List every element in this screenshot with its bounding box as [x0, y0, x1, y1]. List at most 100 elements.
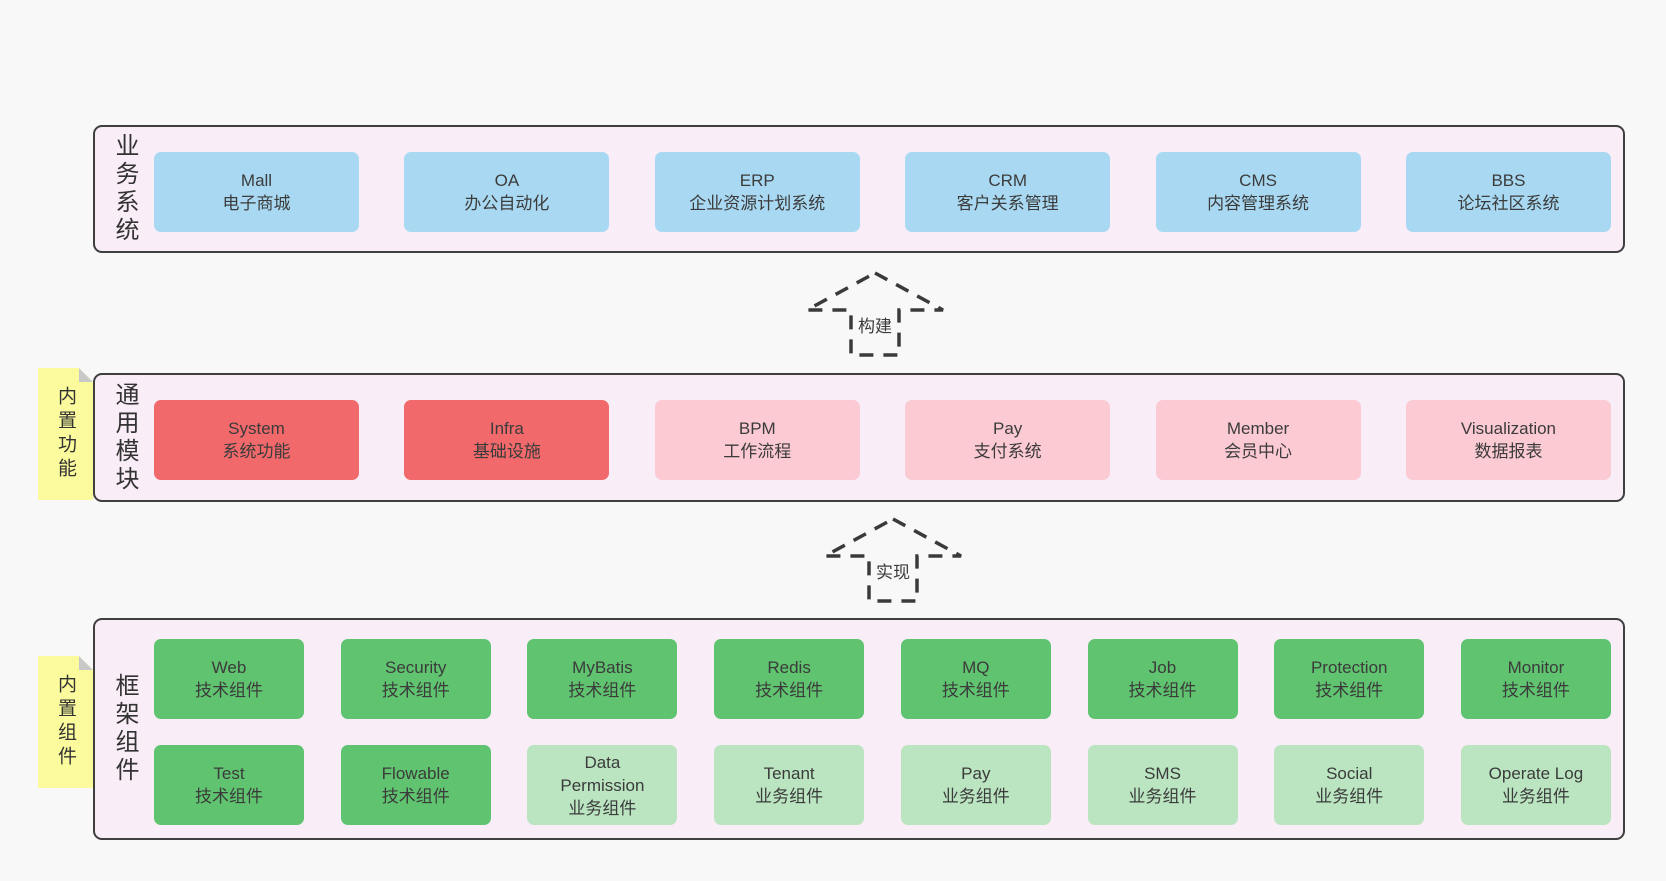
module-title: Tenant [763, 764, 815, 783]
module-box-erp: ERP 企业资源计划系统 [654, 152, 860, 232]
module-subtitle: 会员中心 [1224, 442, 1293, 461]
module-title: Social [1326, 764, 1373, 783]
dashed-up-arrow-icon [806, 271, 944, 357]
module-subtitle: 业务组件 [1501, 787, 1570, 806]
module-box-tenant: Tenant 业务组件 [714, 745, 865, 825]
module-title: Pay [993, 419, 1023, 438]
module-title: Monitor [1507, 658, 1565, 677]
module-title: BPM [738, 419, 776, 438]
module-title: BBS [1491, 171, 1526, 190]
module-box-sms: SMS 业务组件 [1087, 745, 1238, 825]
module-subtitle: 技术组件 [941, 681, 1010, 700]
builtin-features-note: 内置功能 [38, 368, 93, 500]
note-text: 内置组件 [55, 674, 76, 770]
module-title: CMS [1239, 171, 1277, 190]
module-box-pay: Pay 支付系统 [905, 400, 1111, 480]
module-subtitle: 客户关系管理 [956, 194, 1059, 213]
module-subtitle: 内容管理系统 [1207, 194, 1310, 213]
module-title: OA [494, 171, 520, 190]
module-subtitle: 技术组件 [568, 681, 637, 700]
module-box-data-permission: Data Permission 业务组件 [527, 745, 678, 825]
business-boxes-row: Mall 电子商城 OA 办公自动化 ERP 企业资源计划系统 CRM 客户关系管理 CMS 内容… [154, 152, 1611, 232]
note-fold-corner-icon [79, 368, 93, 382]
module-box-flowable: Flowable 技术组件 [340, 745, 491, 825]
module-box-monitor: Monitor 技术组件 [1460, 639, 1611, 719]
module-subtitle: 业务组件 [755, 787, 824, 806]
module-title: Member [1226, 419, 1290, 438]
module-title: Flowable [381, 764, 450, 783]
module-box-oa: OA 办公自动化 [404, 152, 610, 232]
module-box-redis: Redis 技术组件 [714, 639, 865, 719]
module-subtitle: 技术组件 [1315, 681, 1384, 700]
module-box-mybatis: MyBatis 技术组件 [527, 639, 678, 719]
module-subtitle: 技术组件 [1501, 681, 1570, 700]
module-box-test: Test 技术组件 [154, 745, 304, 825]
module-box-mall: Mall 电子商城 [154, 152, 359, 232]
module-subtitle: 技术组件 [195, 787, 263, 806]
module-box-infra: Infra 基础设施 [404, 400, 610, 480]
module-subtitle: 基础设施 [472, 442, 541, 461]
panel-label: 通用模块 [111, 381, 138, 494]
module-box-mq: MQ 技术组件 [900, 639, 1051, 719]
module-subtitle: 业务组件 [1128, 787, 1197, 806]
module-title: Data Permission [560, 752, 645, 795]
module-subtitle: 技术组件 [755, 681, 824, 700]
module-title: Operate Log [1488, 764, 1584, 783]
module-box-protection: Protection 技术组件 [1274, 639, 1425, 719]
module-box-crm: CRM 客户关系管理 [905, 152, 1111, 232]
module-title: CRM [988, 171, 1028, 190]
build-arrow: 构建 [805, 270, 945, 358]
module-subtitle: 办公自动化 [464, 194, 550, 213]
module-title: ERP [739, 171, 775, 190]
module-subtitle: 数据报表 [1474, 442, 1543, 461]
module-title: System [228, 419, 285, 438]
module-title: MQ [962, 658, 990, 677]
panel-label: 框架组件 [111, 673, 138, 785]
module-subtitle: 论坛社区系统 [1457, 194, 1560, 213]
panel-label: 业务系统 [111, 133, 138, 245]
module-subtitle: 工作流程 [723, 442, 792, 461]
module-subtitle: 业务组件 [568, 798, 637, 818]
module-title: MyBatis [572, 658, 633, 677]
module-title: Pay [961, 764, 991, 783]
module-title: Protection [1310, 658, 1388, 677]
module-title: Job [1148, 658, 1177, 677]
module-title: Test [213, 764, 245, 783]
module-box-bbs: BBS 论坛社区系统 [1405, 152, 1611, 232]
dashed-up-arrow-icon [824, 517, 962, 603]
module-title: Redis [767, 658, 811, 677]
business-systems-panel: 业务系统 Mall 电子商城 OA 办公自动化 ERP 企业资源计划系统 CRM 客户关系管理… [93, 125, 1625, 253]
implement-arrow: 实现 [823, 516, 963, 604]
module-subtitle: 业务组件 [941, 787, 1010, 806]
arrow-label: 实现 [873, 557, 913, 584]
arrow-label: 构建 [855, 311, 895, 338]
note-text: 内置功能 [55, 386, 76, 482]
module-subtitle: 支付系统 [973, 442, 1042, 461]
module-box-bpm: BPM 工作流程 [654, 400, 860, 480]
module-box-member: Member 会员中心 [1155, 400, 1361, 480]
module-subtitle: 技术组件 [381, 681, 450, 700]
module-box-pay: Pay 业务组件 [900, 745, 1051, 825]
module-subtitle: 电子商城 [222, 194, 291, 213]
module-subtitle: 技术组件 [381, 787, 450, 806]
module-title: SMS [1144, 764, 1181, 783]
module-title: Infra [489, 419, 524, 438]
module-subtitle: 企业资源计划系统 [689, 194, 826, 213]
note-fold-corner-icon [79, 656, 93, 670]
module-box-operate-log: Operate Log 业务组件 [1460, 745, 1611, 825]
builtin-components-note: 内置组件 [38, 656, 93, 788]
module-title: Mall [240, 171, 273, 190]
module-subtitle: 技术组件 [195, 681, 263, 700]
